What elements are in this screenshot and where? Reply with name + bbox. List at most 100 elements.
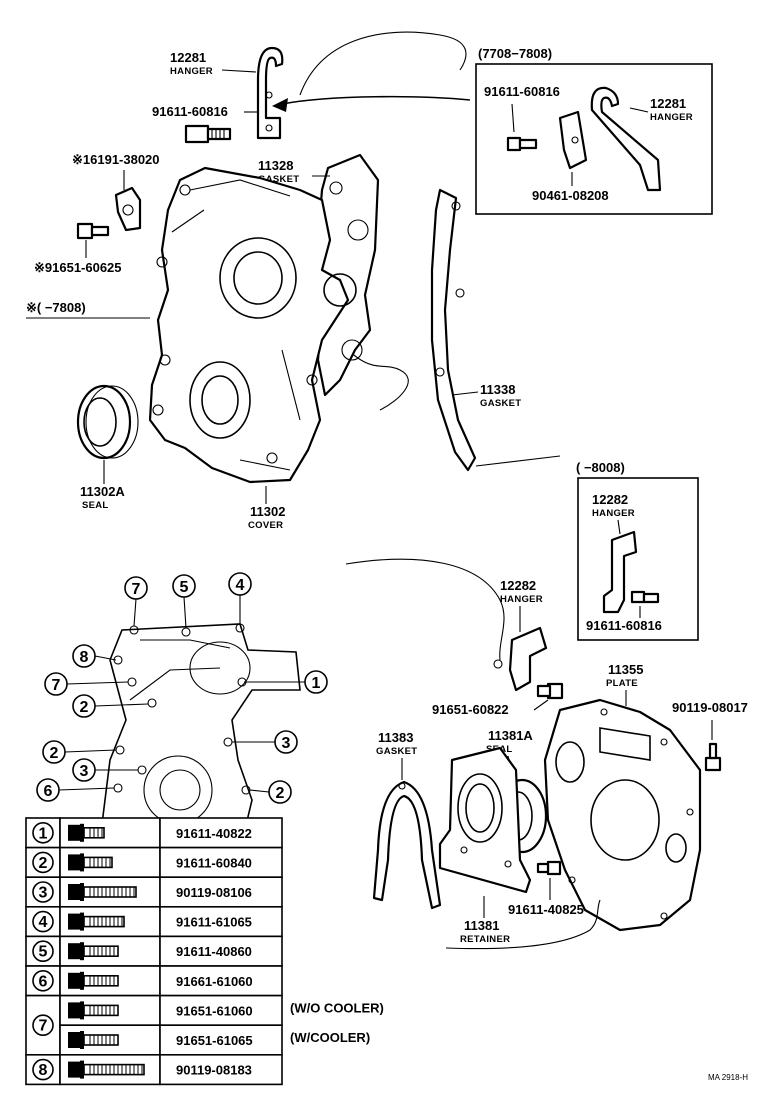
label-90119-08017: 90119-08017 bbox=[672, 700, 748, 715]
leader-retainer-b bbox=[445, 899, 601, 950]
bolt-91611-60816-drawing bbox=[184, 124, 232, 144]
bolt-table-row: 4 91611-61065 bbox=[25, 905, 283, 938]
label-91651-60822: 91651-60822 bbox=[432, 702, 509, 717]
seal-11302a-drawing bbox=[76, 384, 139, 460]
bolt-number-circle bbox=[32, 821, 54, 844]
label-91611-40825: 91611-40825 bbox=[508, 902, 584, 917]
bolt-part-number: 91611-61065 bbox=[176, 915, 252, 930]
inset-a-hanger-drawing bbox=[506, 86, 662, 192]
bolt-number-circle bbox=[32, 851, 54, 874]
label-11381: 11381 bbox=[464, 918, 499, 933]
arrow-line bbox=[281, 95, 471, 105]
bolt-part-number: 91651-61060 bbox=[176, 1003, 253, 1018]
engine-outline-2 bbox=[329, 329, 409, 411]
inset-a-hanger-name: HANGER bbox=[650, 112, 693, 123]
marker-5: 5 bbox=[172, 574, 196, 598]
svg-text:4: 4 bbox=[236, 577, 245, 594]
inset-b-leader1 bbox=[617, 519, 621, 535]
label-12281: 12281 bbox=[170, 50, 206, 65]
inset-a-bolt: 91611-60816 bbox=[484, 84, 560, 99]
bolt-part-number: 90119-08106 bbox=[176, 885, 252, 900]
inset-a-bolt2: 90461-08208 bbox=[532, 188, 609, 203]
label-retainer: RETAINER bbox=[460, 934, 510, 945]
bolt-shank-icon bbox=[83, 945, 119, 958]
inset-a-leader1 bbox=[511, 103, 515, 133]
label-seal-11302a: SEAL bbox=[82, 500, 109, 511]
label-gasket-11328: GASKET bbox=[258, 174, 299, 185]
bolt-number: 4 bbox=[39, 914, 48, 931]
engine-outline bbox=[299, 31, 467, 96]
hanger-12282-mid-drawing bbox=[493, 626, 548, 692]
label-11355: 11355 bbox=[608, 662, 643, 677]
marker-4: 4 bbox=[228, 572, 252, 596]
svg-text:2: 2 bbox=[50, 745, 59, 762]
svg-text:7: 7 bbox=[132, 581, 141, 598]
bolt-part-number: 91611-40860 bbox=[176, 944, 252, 959]
arrow-head bbox=[272, 98, 288, 112]
bolt-number-circle bbox=[32, 969, 54, 992]
marker-3-right: 3 bbox=[274, 730, 298, 754]
leader-91651-60822 bbox=[533, 699, 549, 711]
hanger-12281-drawing bbox=[256, 46, 284, 140]
label-hanger-mid: HANGER bbox=[500, 594, 543, 605]
cover-11302-drawing bbox=[148, 166, 357, 484]
leader-11338 bbox=[451, 391, 479, 396]
bolt-91651-60625-drawing bbox=[76, 222, 110, 240]
label-plate: PLATE bbox=[606, 678, 638, 689]
bolt-number-circle bbox=[32, 910, 54, 933]
bolt-table-row: 1 91611-40822 bbox=[25, 817, 283, 849]
marker-8: 8 bbox=[72, 644, 96, 668]
bolt-number: 1 bbox=[39, 825, 48, 842]
bolt-91651-60822-drawing bbox=[536, 682, 564, 700]
svg-text:7: 7 bbox=[52, 677, 61, 694]
label-gasket-11338: GASKET bbox=[480, 398, 521, 409]
marker-7-top: 7 bbox=[124, 576, 148, 600]
bolt-head-icon bbox=[68, 1002, 80, 1019]
label-91651-60625: ※91651-60625 bbox=[34, 260, 122, 275]
label-hanger-top: HANGER bbox=[170, 66, 213, 77]
bolt-head-icon bbox=[68, 884, 80, 900]
bolt-number-circle bbox=[32, 1014, 54, 1036]
gasket-11328-drawing bbox=[316, 153, 380, 397]
svg-text:2: 2 bbox=[276, 785, 285, 802]
leader-12281 bbox=[221, 69, 257, 73]
marker-leaders bbox=[58, 595, 305, 793]
inset-a-range: (7708−7808) bbox=[478, 46, 552, 61]
note-range-7808: ※( −7808) bbox=[26, 300, 86, 315]
svg-text:8: 8 bbox=[80, 649, 89, 666]
engine-outline-mid bbox=[345, 558, 505, 661]
svg-text:1: 1 bbox=[312, 675, 321, 692]
svg-text:6: 6 bbox=[44, 783, 53, 800]
bolt-number-circle bbox=[32, 881, 54, 903]
label-12282-mid: 12282 bbox=[500, 578, 536, 593]
bolt-number: 2 bbox=[39, 855, 48, 872]
bolt-number: 6 bbox=[39, 973, 48, 990]
leader-11338-b bbox=[475, 455, 561, 467]
label-cover: COVER bbox=[248, 520, 283, 531]
marker-2-left: 2 bbox=[72, 694, 96, 718]
bolt-91611-40825-drawing bbox=[536, 860, 562, 876]
bolt-part-number: 91611-40822 bbox=[176, 826, 252, 841]
inset-b-hanger-num: 12282 bbox=[592, 492, 628, 507]
bolt-head-icon bbox=[68, 972, 80, 989]
bolt-90119-08017-drawing bbox=[704, 742, 722, 772]
svg-text:2: 2 bbox=[80, 699, 89, 716]
marker-2-right: 2 bbox=[268, 780, 292, 804]
label-91611-60816-top: 91611-60816 bbox=[152, 104, 228, 119]
bolt-shank-icon bbox=[83, 1034, 119, 1046]
retainer-11381-drawing bbox=[438, 746, 532, 894]
inset-a-frame bbox=[475, 63, 713, 215]
gasket-11338-drawing bbox=[430, 188, 477, 472]
clip-16191-drawing bbox=[114, 186, 142, 232]
svg-text:3: 3 bbox=[282, 735, 291, 752]
bolt-head-icon bbox=[68, 824, 80, 841]
svg-text:5: 5 bbox=[180, 579, 189, 596]
bolt-number: 8 bbox=[39, 1062, 48, 1079]
